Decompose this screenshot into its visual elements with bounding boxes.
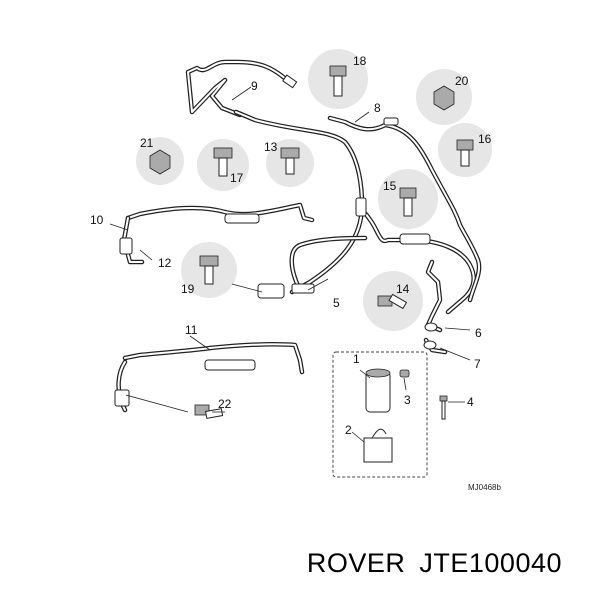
bolt-19 [181,242,237,298]
callout-5: 5 [333,296,340,310]
callout-13: 13 [264,140,278,154]
callout-21: 21 [140,136,154,150]
bolt-22 [194,404,224,419]
part-2-bracket [363,428,393,463]
part-3-switch [399,369,410,378]
bolt-17 [197,139,249,191]
part-4-screw [439,395,448,420]
parts-6-7-connectors [423,259,448,355]
inset-box [332,351,428,478]
bolt-13 [266,139,314,187]
bolt-14 [363,271,423,331]
callout-14: 14 [396,282,410,296]
callout-16: 16 [478,132,492,146]
callout-11: 11 [185,323,198,337]
callout-1: 1 [353,352,360,366]
callout-19: 19 [181,282,195,296]
bolt-18 [308,49,368,109]
bolt-15 [378,169,438,229]
nut-20 [416,69,472,125]
diagram-code: MJ0468b [468,483,501,492]
nut-21 [136,137,184,185]
callout-20: 20 [455,74,469,88]
bolt-16 [438,123,492,177]
part-caption: ROVER JTE100040 [307,548,562,579]
part-8-hose [327,115,482,303]
leader-lines [109,86,471,443]
callout-4: 4 [467,395,474,409]
callout-3: 3 [404,393,411,407]
callout-6: 6 [475,326,482,340]
callout-18: 18 [353,54,367,68]
callout-7: 7 [474,357,481,371]
callout-22: 22 [218,397,232,411]
brand-name: ROVER [306,548,406,578]
part-11-pipe [114,341,305,413]
callout-12: 12 [158,256,172,270]
callout-8: 8 [374,101,381,115]
part-1-receiver-drier [365,368,391,413]
callout-10: 10 [90,213,104,227]
callout-2: 2 [345,423,352,437]
part-10-pipe [119,202,315,265]
callout-9: 9 [251,79,258,93]
part-number: JTE100040 [419,548,562,578]
callout-15: 15 [383,179,397,193]
part-9-hose [185,59,298,118]
callout-17: 17 [230,171,244,185]
